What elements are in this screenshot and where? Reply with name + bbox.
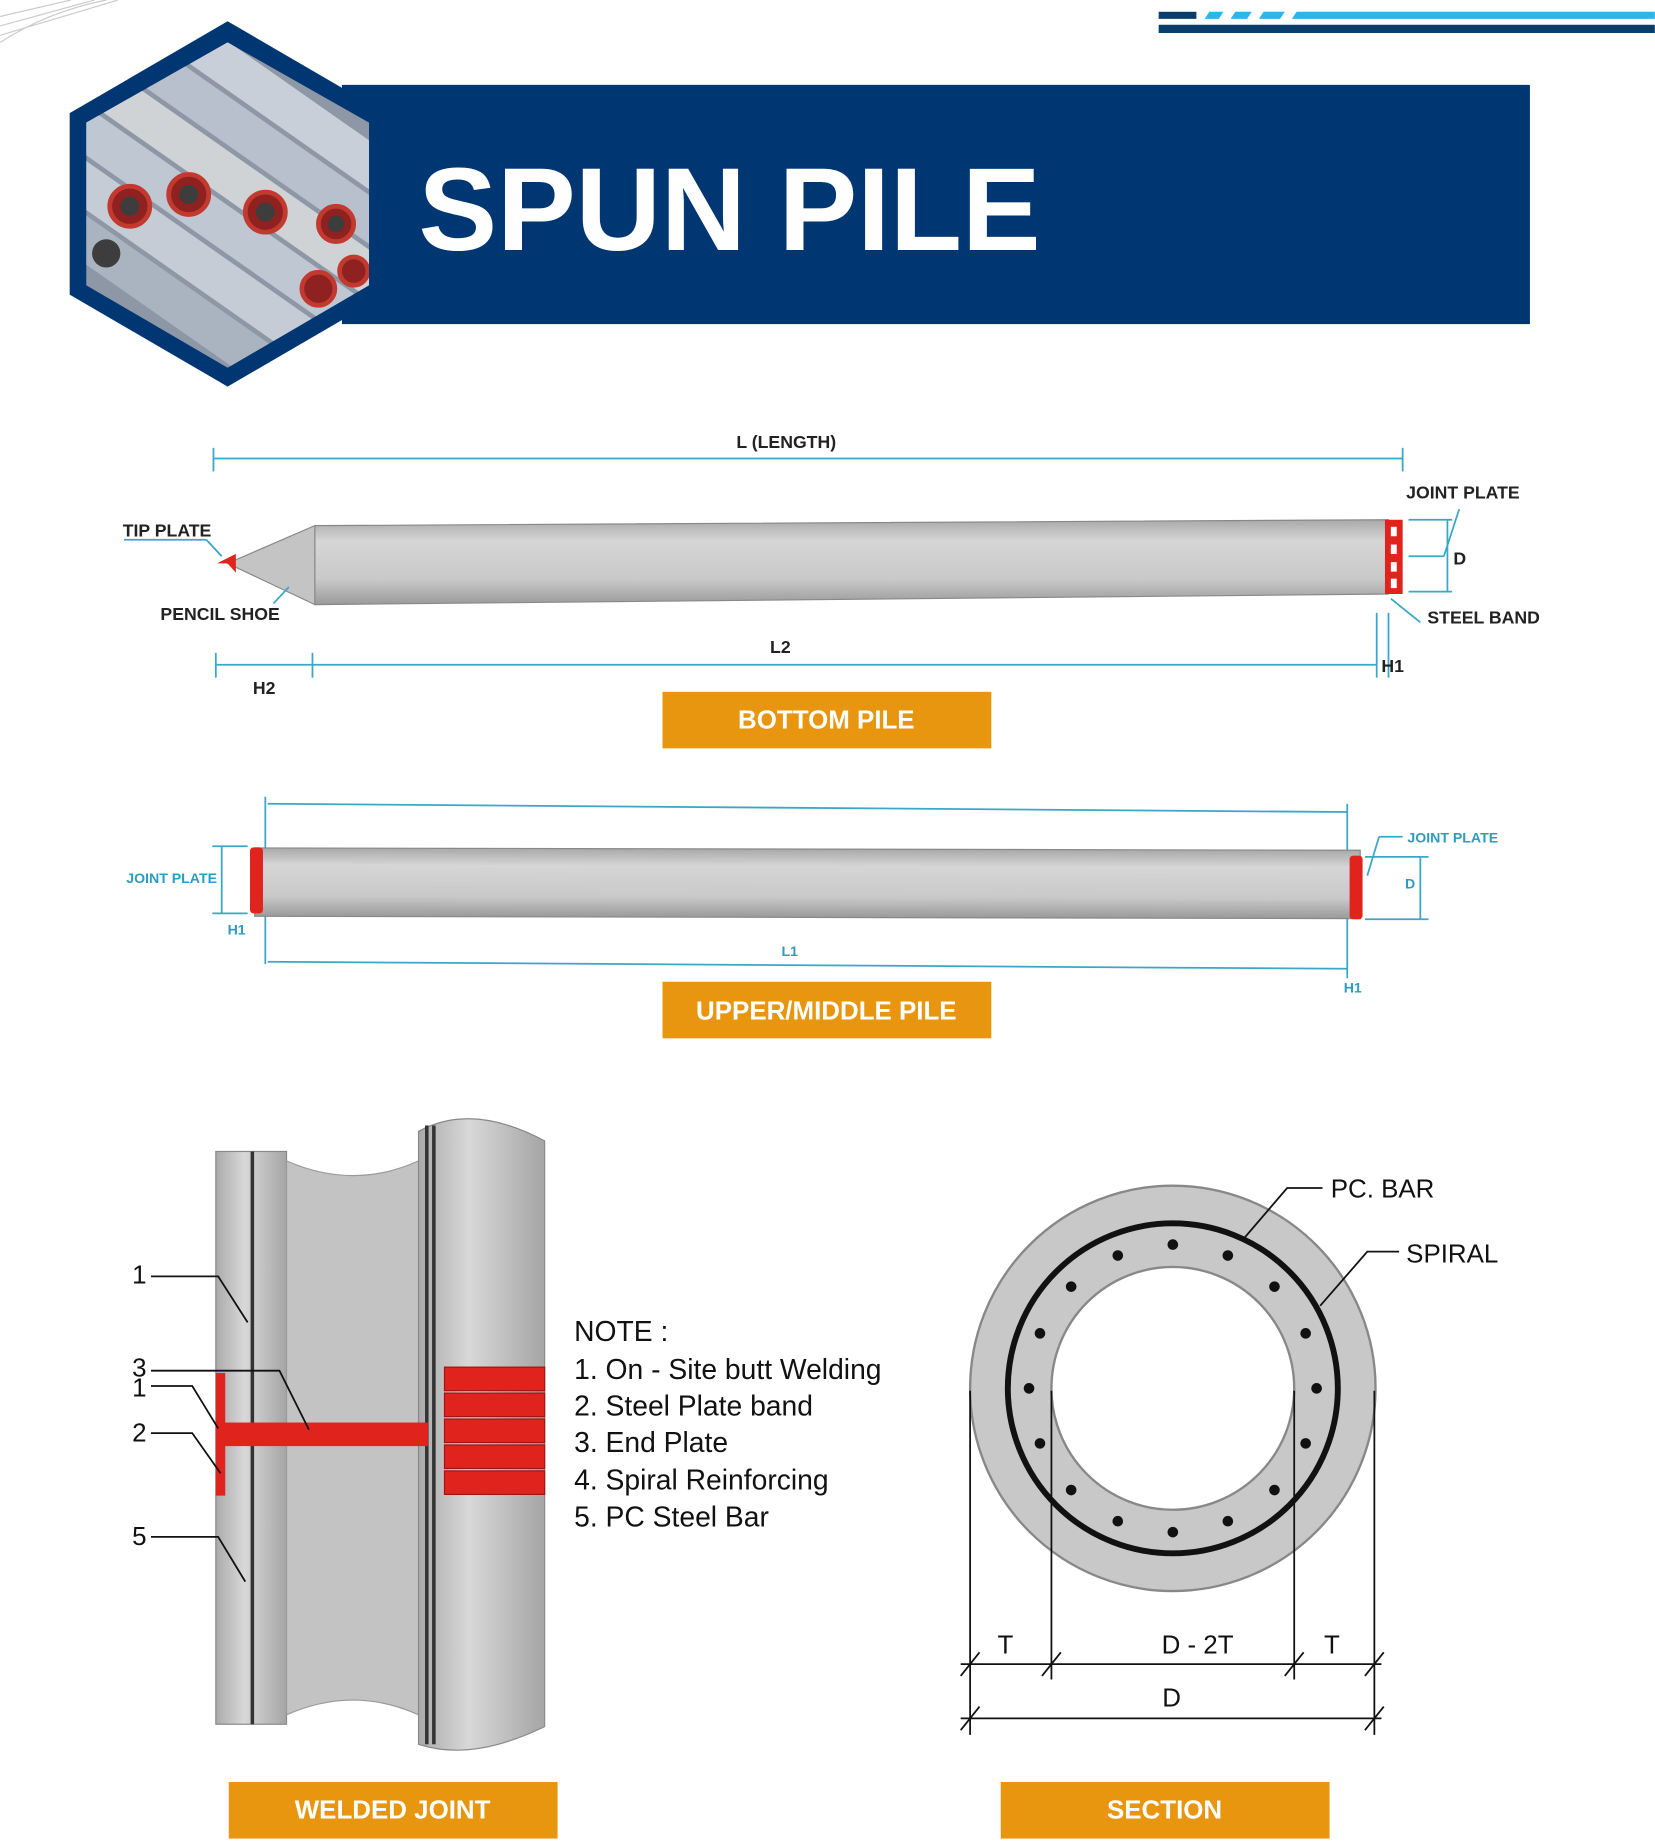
pc-bar-dot — [1112, 1250, 1124, 1261]
d-label: D — [1405, 876, 1415, 892]
welded-joint-diagram: 1 3 1 2 5 — [132, 1118, 546, 1751]
pc-bar-dot — [1023, 1383, 1035, 1394]
pc-bar-dot — [1034, 1328, 1046, 1339]
joint-plate-left-label: JOINT PLATE — [126, 870, 217, 886]
pc-bar-dot — [1222, 1515, 1234, 1527]
label-text: D — [1162, 1685, 1181, 1713]
pc-bar-dot — [1269, 1281, 1280, 1292]
pc-bar-label: PC. BAR — [1331, 1175, 1435, 1203]
pc-bar-dot — [1167, 1239, 1179, 1250]
h2-label: H2 — [253, 678, 276, 698]
label-text: BOTTOM PILE — [738, 706, 915, 734]
pc-bar-dot — [1311, 1383, 1322, 1394]
joint-plate-label: JOINT PLATE — [1406, 483, 1520, 503]
h1-left-label: H1 — [228, 922, 246, 938]
label-text: 5. PC Steel Bar — [574, 1500, 769, 1532]
pencil-shoe — [226, 524, 316, 606]
joint-plate-left — [250, 847, 263, 914]
label-text: WELDED JOINT — [295, 1797, 491, 1825]
pc-bar-dot — [1300, 1328, 1311, 1339]
corner-decoration — [0, 0, 119, 43]
label-text: NOTE : — [574, 1315, 668, 1347]
joint-plate-right — [1349, 855, 1363, 920]
pc-bar-dot — [1112, 1515, 1124, 1527]
section-caption: SECTION — [1000, 1782, 1330, 1839]
section-diagram: PC. BAR SPIRAL T D - 2T T D — [959, 1175, 1498, 1735]
pile-body — [314, 519, 1390, 606]
pc-bar-dot — [1167, 1526, 1179, 1538]
upper-pile-diagram: JOINT PLATE H1 JOINT PLATE D L1 H1 — [126, 796, 1498, 995]
d-label: D — [1453, 549, 1466, 569]
pile-body — [254, 847, 1361, 920]
welded-joint-notes: NOTE : 1. On - Site butt Welding 2. Stee… — [574, 1315, 881, 1532]
pc-bar-dot — [1269, 1484, 1280, 1496]
label-text: SECTION — [1107, 1797, 1222, 1825]
pc-bar-dot — [1065, 1484, 1077, 1496]
pc-bar-dot — [1034, 1438, 1046, 1449]
label-text: 1 — [132, 1261, 146, 1289]
bottom-pile-diagram: L (LENGTH) TIP PLATE PENCIL SHOE JOINT P… — [123, 432, 1540, 698]
l2-label: L2 — [770, 637, 791, 657]
tip-plate-label: TIP PLATE — [123, 520, 212, 540]
label-text: 1 — [132, 1375, 146, 1403]
h1-right-label: H1 — [1344, 979, 1362, 995]
steel-band-label: STEEL BAND — [1427, 607, 1540, 627]
hexagon-photo — [69, 21, 386, 387]
label-text: 1. On - Site butt Welding — [574, 1353, 881, 1385]
label-text: 2. Steel Plate band — [574, 1389, 813, 1421]
bottom-pile-caption: BOTTOM PILE — [662, 691, 992, 749]
upper-pile-caption: UPPER/MIDDLE PILE — [662, 981, 992, 1039]
pc-bar-dot — [1065, 1281, 1077, 1292]
pc-bar-dot — [1222, 1250, 1234, 1261]
label-text: UPPER/MIDDLE PILE — [696, 997, 957, 1025]
label-text: 3. End Plate — [574, 1426, 728, 1458]
l1-label: L1 — [782, 943, 799, 959]
label-text: 3 — [132, 1355, 146, 1383]
page-title: SPUN PILE — [419, 143, 1041, 275]
title-banner — [341, 84, 1530, 325]
label-text: T — [1324, 1632, 1340, 1660]
welded-joint-caption: WELDED JOINT — [228, 1782, 558, 1839]
label-text: 4. Spiral Reinforcing — [574, 1464, 829, 1496]
label-text: D - 2T — [1162, 1632, 1234, 1660]
pc-bar-dot — [1300, 1438, 1311, 1449]
label-text: 2 — [132, 1419, 146, 1447]
spiral-label: SPIRAL — [1406, 1240, 1498, 1268]
label-text: T — [998, 1632, 1014, 1660]
joint-plate-right-label: JOINT PLATE — [1407, 830, 1498, 846]
joint-plate — [1384, 519, 1403, 594]
length-label: L (LENGTH) — [736, 432, 836, 452]
label-text: 5 — [132, 1523, 146, 1551]
pencil-shoe-label: PENCIL SHOE — [160, 604, 280, 624]
header-stripes — [1158, 11, 1655, 33]
h1-label: H1 — [1381, 656, 1404, 676]
